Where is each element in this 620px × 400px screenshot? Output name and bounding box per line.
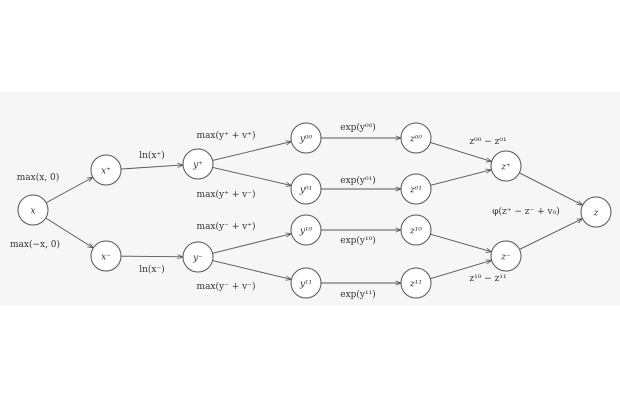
node-z00: z⁰⁰ [400,122,432,154]
edge-labels: max(x, 0) max(−x, 0) ln(x⁺) ln(x⁻) max(y… [10,122,560,300]
node-label-zm: z⁻ [500,253,511,263]
label-max-x-0: max(x, 0) [17,172,60,183]
svg-text:ln(x⁻): ln(x⁻) [139,264,165,275]
edge-zm-z [519,219,582,250]
edge-xm-ym [120,256,183,257]
edge-z01-zp [430,170,492,186]
node-label-y00: y⁰⁰ [299,135,313,145]
node-z01: z⁰¹ [400,173,432,205]
node-label-yp: y⁺ [192,161,203,171]
svg-text:φ(z⁺ − z⁻ + v₀): φ(z⁺ − z⁻ + v₀) [492,206,560,217]
svg-text:max(y⁻ + v⁺): max(y⁻ + v⁺) [197,221,256,232]
edges [45,138,583,283]
svg-text:max(y⁺ + v⁻): max(y⁺ + v⁻) [197,189,256,200]
node-z10: z¹⁰ [400,214,432,246]
node-label-z00: z⁰⁰ [409,135,422,145]
label-z10-minus-z11: z¹⁰ − z¹¹ [469,274,506,284]
node-zm: z⁻ [490,240,522,272]
svg-text:z⁰⁰ − z⁰¹: z⁰⁰ − z⁰¹ [469,137,506,147]
label-ln-x-plus: ln(x⁺) [139,150,165,161]
node-x: x [17,194,49,226]
svg-text:max(−x, 0): max(−x, 0) [10,239,60,250]
node-label-y11: y¹¹ [299,280,312,290]
node-label-z: z [593,209,599,219]
node-xm: x⁻ [90,240,122,272]
node-y01: y⁰¹ [290,173,322,205]
node-ym: y⁻ [182,241,214,273]
node-y10: y¹⁰ [290,214,322,246]
edge-xp-yp [120,165,183,170]
svg-text:exp(y⁰⁰): exp(y⁰⁰) [340,122,376,133]
node-label-z11: z¹¹ [409,280,422,290]
label-exp-y01: exp(y⁰¹) [340,175,376,186]
edge-zp-z [519,172,582,205]
edge-ym-y10 [212,234,292,254]
label-exp-y10: exp(y¹⁰) [340,235,376,246]
node-z11: z¹¹ [400,267,432,299]
node-label-y01: y⁰¹ [299,186,312,196]
node-y00: y⁰⁰ [290,122,322,154]
label-ln-x-minus: ln(x⁻) [139,264,165,275]
label-z00-minus-z01: z⁰⁰ − z⁰¹ [469,137,506,147]
edge-yp-y00 [212,142,292,161]
label-exp-y11: exp(y¹¹) [340,289,376,300]
edge-x-xm [45,217,94,248]
label-max-ym-vp: max(y⁻ + v⁺) [197,221,256,232]
node-label-zp: z⁺ [500,163,511,173]
svg-text:ln(x⁺): ln(x⁺) [139,150,165,161]
node-label-z01: z⁰¹ [409,186,422,196]
label-max-yp-vm: max(y⁺ + v⁻) [197,189,256,200]
label-max-neg-x-0: max(−x, 0) [10,239,60,250]
node-label-x: x [30,207,35,217]
edge-yp-y01 [212,166,292,185]
node-label-z10: z¹⁰ [409,227,422,237]
node-label-xm: x⁻ [101,253,111,263]
node-label-ym: y⁻ [192,254,203,264]
svg-text:z¹⁰ − z¹¹: z¹⁰ − z¹¹ [469,274,506,284]
node-y11: y¹¹ [290,267,322,299]
edge-ym-y11 [212,260,292,280]
node-zp: z⁺ [490,150,522,182]
svg-text:exp(y¹¹): exp(y¹¹) [340,289,376,300]
node-z: z [580,196,612,228]
svg-text:exp(y⁰¹): exp(y⁰¹) [340,175,376,186]
svg-text:max(y⁺ + v⁺): max(y⁺ + v⁺) [197,130,256,141]
node-yp: y⁺ [182,148,214,180]
svg-text:max(x, 0): max(x, 0) [17,172,60,183]
label-max-yp-vp: max(y⁺ + v⁺) [197,130,256,141]
node-label-y10: y¹⁰ [299,227,313,237]
node-label-xp: x⁺ [101,167,111,177]
edge-z00-zp [430,142,491,161]
label-phi-output: φ(z⁺ − z⁻ + v₀) [492,206,560,217]
svg-text:exp(y¹⁰): exp(y¹⁰) [340,235,376,246]
edge-x-xp [45,177,93,204]
svg-text:max(y⁻ + v⁻): max(y⁻ + v⁻) [197,281,256,292]
edge-z11-zm [430,260,491,280]
edge-z10-zm [430,233,491,252]
label-max-ym-vm: max(y⁻ + v⁻) [197,281,256,292]
label-exp-y00: exp(y⁰⁰) [340,122,376,133]
nodes: x x⁺ x⁻ y⁺ y⁻ y⁰⁰ y⁰¹ y¹⁰ y¹¹ z⁰⁰ z⁰¹ z¹⁰ z¹¹ z⁺ z⁻ z [17,122,612,299]
node-xp: x⁺ [90,154,122,186]
